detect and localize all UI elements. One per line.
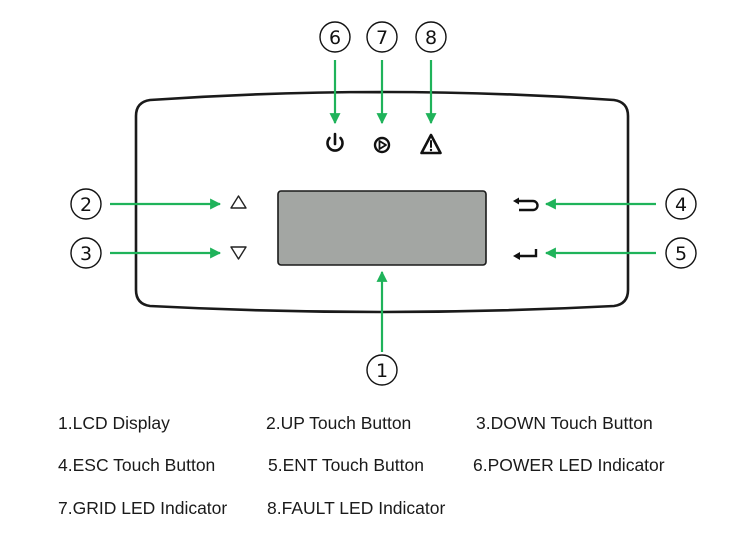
- up-touch-button[interactable]: [230, 195, 247, 209]
- legend: 1.LCD Display 2.UP Touch Button 3.DOWN T…: [0, 400, 750, 549]
- svg-text:7: 7: [376, 27, 388, 49]
- callout-1: 1: [366, 354, 398, 386]
- callout-3: 3: [70, 237, 102, 269]
- svg-text:1: 1: [376, 360, 388, 382]
- svg-text:2: 2: [80, 194, 92, 216]
- grid-icon: [373, 136, 391, 154]
- esc-touch-button[interactable]: [513, 197, 539, 212]
- legend-power-led-indicator: 6.POWER LED Indicator: [473, 455, 665, 475]
- power-icon: [326, 132, 344, 152]
- svg-text:4: 4: [675, 194, 687, 216]
- callout-8: 8: [415, 21, 447, 53]
- callout-2: 2: [70, 188, 102, 220]
- lcd-display: [277, 190, 487, 266]
- svg-text:8: 8: [425, 27, 437, 49]
- legend-grid-led-indicator: 7.GRID LED Indicator: [58, 498, 228, 518]
- down-touch-button[interactable]: [230, 246, 247, 260]
- legend-down-touch-button: 3.DOWN Touch Button: [476, 413, 653, 433]
- callout-4: 4: [665, 188, 697, 220]
- svg-text:3: 3: [80, 243, 92, 265]
- warning-triangle-icon: [420, 133, 442, 155]
- legend-lcd-display: 1.LCD Display: [58, 413, 170, 433]
- callout-7: 7: [366, 21, 398, 53]
- ent-touch-button[interactable]: [513, 249, 538, 260]
- legend-ent-touch-button: 5.ENT Touch Button: [268, 455, 424, 475]
- callout-5: 5: [665, 237, 697, 269]
- legend-up-touch-button: 2.UP Touch Button: [266, 413, 412, 433]
- svg-text:6: 6: [329, 27, 341, 49]
- panel-diagram: 1 2 3 4 5 6 7 8: [70, 21, 697, 386]
- legend-esc-touch-button: 4.ESC Touch Button: [58, 455, 216, 475]
- legend-fault-led-indicator: 8.FAULT LED Indicator: [267, 498, 446, 518]
- svg-text:5: 5: [675, 243, 687, 265]
- callout-6: 6: [319, 21, 351, 53]
